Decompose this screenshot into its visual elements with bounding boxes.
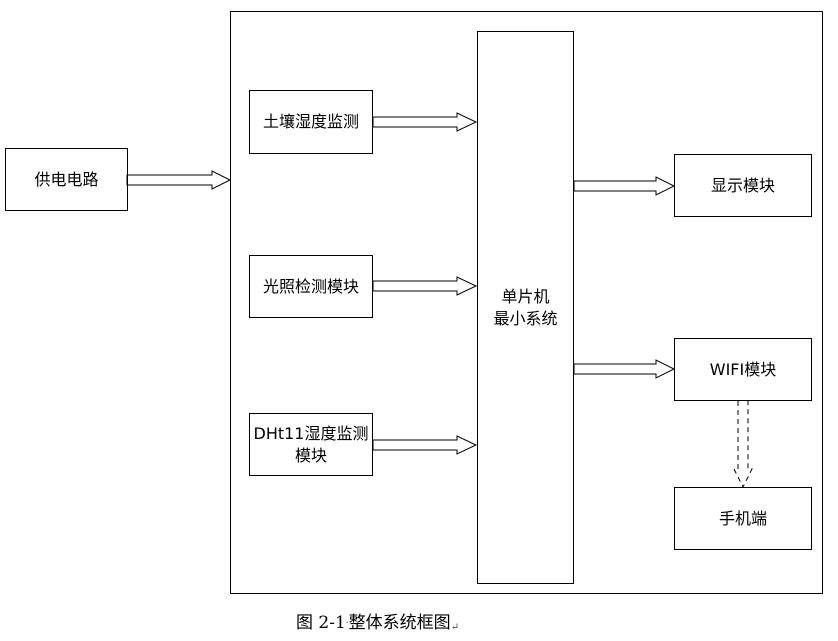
power-circuit-label: 供电电路 xyxy=(34,169,99,189)
display-module-block: 显示模块 xyxy=(674,154,812,217)
figure-caption: 图 2-1·整体系统框图↵ xyxy=(296,608,459,633)
wifi-module-block: WIFI模块 xyxy=(674,338,812,401)
system-frame xyxy=(230,11,823,594)
mcu-block: 单片机 最小系统 xyxy=(477,31,574,584)
light-detection-label: 光照检测模块 xyxy=(262,276,359,296)
paragraph-mark-icon: ↵ xyxy=(450,622,460,633)
dht11-label-line2: 模块 xyxy=(294,445,327,465)
wifi-module-label: WIFI模块 xyxy=(709,359,777,379)
arrow-mcu-to-wifi xyxy=(573,359,676,379)
separator-dot-icon: · xyxy=(345,618,349,629)
mcu-label-line1: 单片机 xyxy=(501,286,550,306)
figure-title: 整体系统框图 xyxy=(348,613,451,633)
mcu-label-line2: 最小系统 xyxy=(493,308,558,328)
arrow-soil-to-mcu xyxy=(372,112,478,132)
power-circuit-block: 供电电路 xyxy=(5,148,128,211)
figure-number: 图 2-1 xyxy=(296,613,346,633)
arrow-mcu-to-display xyxy=(573,176,676,196)
arrow-dht11-to-mcu xyxy=(372,435,478,455)
arrow-wifi-to-phone xyxy=(733,401,753,489)
dht11-label-line1: DHt11湿度监测 xyxy=(253,423,369,443)
display-module-label: 显示模块 xyxy=(710,175,775,195)
arrow-light-to-mcu xyxy=(372,276,478,296)
light-detection-block: 光照检测模块 xyxy=(249,255,373,318)
phone-label: 手机端 xyxy=(718,508,767,528)
phone-block: 手机端 xyxy=(674,487,812,550)
soil-moisture-block: 土壤湿度监测 xyxy=(249,90,373,154)
arrow-power-to-system xyxy=(126,170,232,190)
soil-moisture-label: 土壤湿度监测 xyxy=(262,112,359,131)
